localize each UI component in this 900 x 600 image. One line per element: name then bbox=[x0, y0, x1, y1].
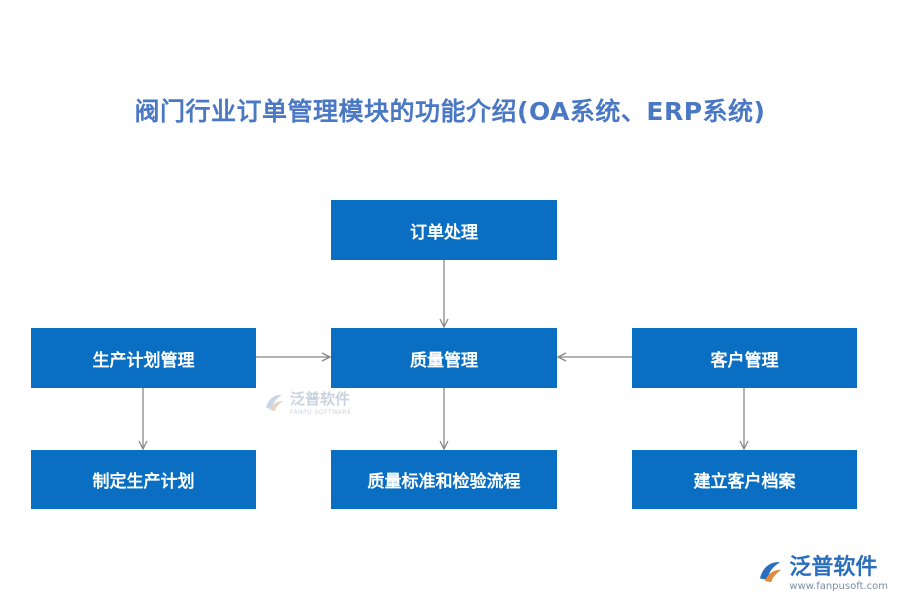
node-order-processing: 订单处理 bbox=[331, 200, 557, 260]
node-make-production-plan: 制定生产计划 bbox=[31, 450, 256, 509]
node-customer-management: 客户管理 bbox=[632, 328, 857, 388]
watermark-corner: 泛普软件 www.fanpusoft.com bbox=[755, 549, 888, 592]
node-label: 生产计划管理 bbox=[92, 350, 195, 371]
node-label: 制定生产计划 bbox=[92, 472, 195, 492]
watermark-center: 泛普软件 FANPU SOFTWARE bbox=[262, 388, 352, 416]
node-label: 建立客户档案 bbox=[693, 472, 796, 492]
node-label: 质量管理 bbox=[410, 350, 478, 371]
watermark-brand: 泛普软件 bbox=[789, 555, 878, 580]
watermark-url: www.fanpusoft.com bbox=[789, 581, 888, 592]
fanpu-logo-icon bbox=[760, 561, 782, 582]
watermark-subtitle: FANPU SOFTWARE bbox=[290, 409, 352, 416]
node-label: 订单处理 bbox=[410, 222, 478, 243]
node-customer-file: 建立客户档案 bbox=[632, 450, 857, 509]
watermark-brand: 泛普软件 bbox=[290, 390, 351, 408]
node-quality-management: 质量管理 bbox=[331, 328, 557, 388]
node-quality-standards: 质量标准和检验流程 bbox=[331, 450, 557, 509]
node-label: 客户管理 bbox=[710, 350, 779, 371]
node-production-plan-management: 生产计划管理 bbox=[31, 328, 256, 388]
node-label: 质量标准和检验流程 bbox=[367, 472, 521, 492]
fanpu-logo-icon bbox=[266, 394, 283, 411]
page-title: 阀门行业订单管理模块的功能介绍(OA系统、ERP系统) bbox=[134, 97, 766, 126]
